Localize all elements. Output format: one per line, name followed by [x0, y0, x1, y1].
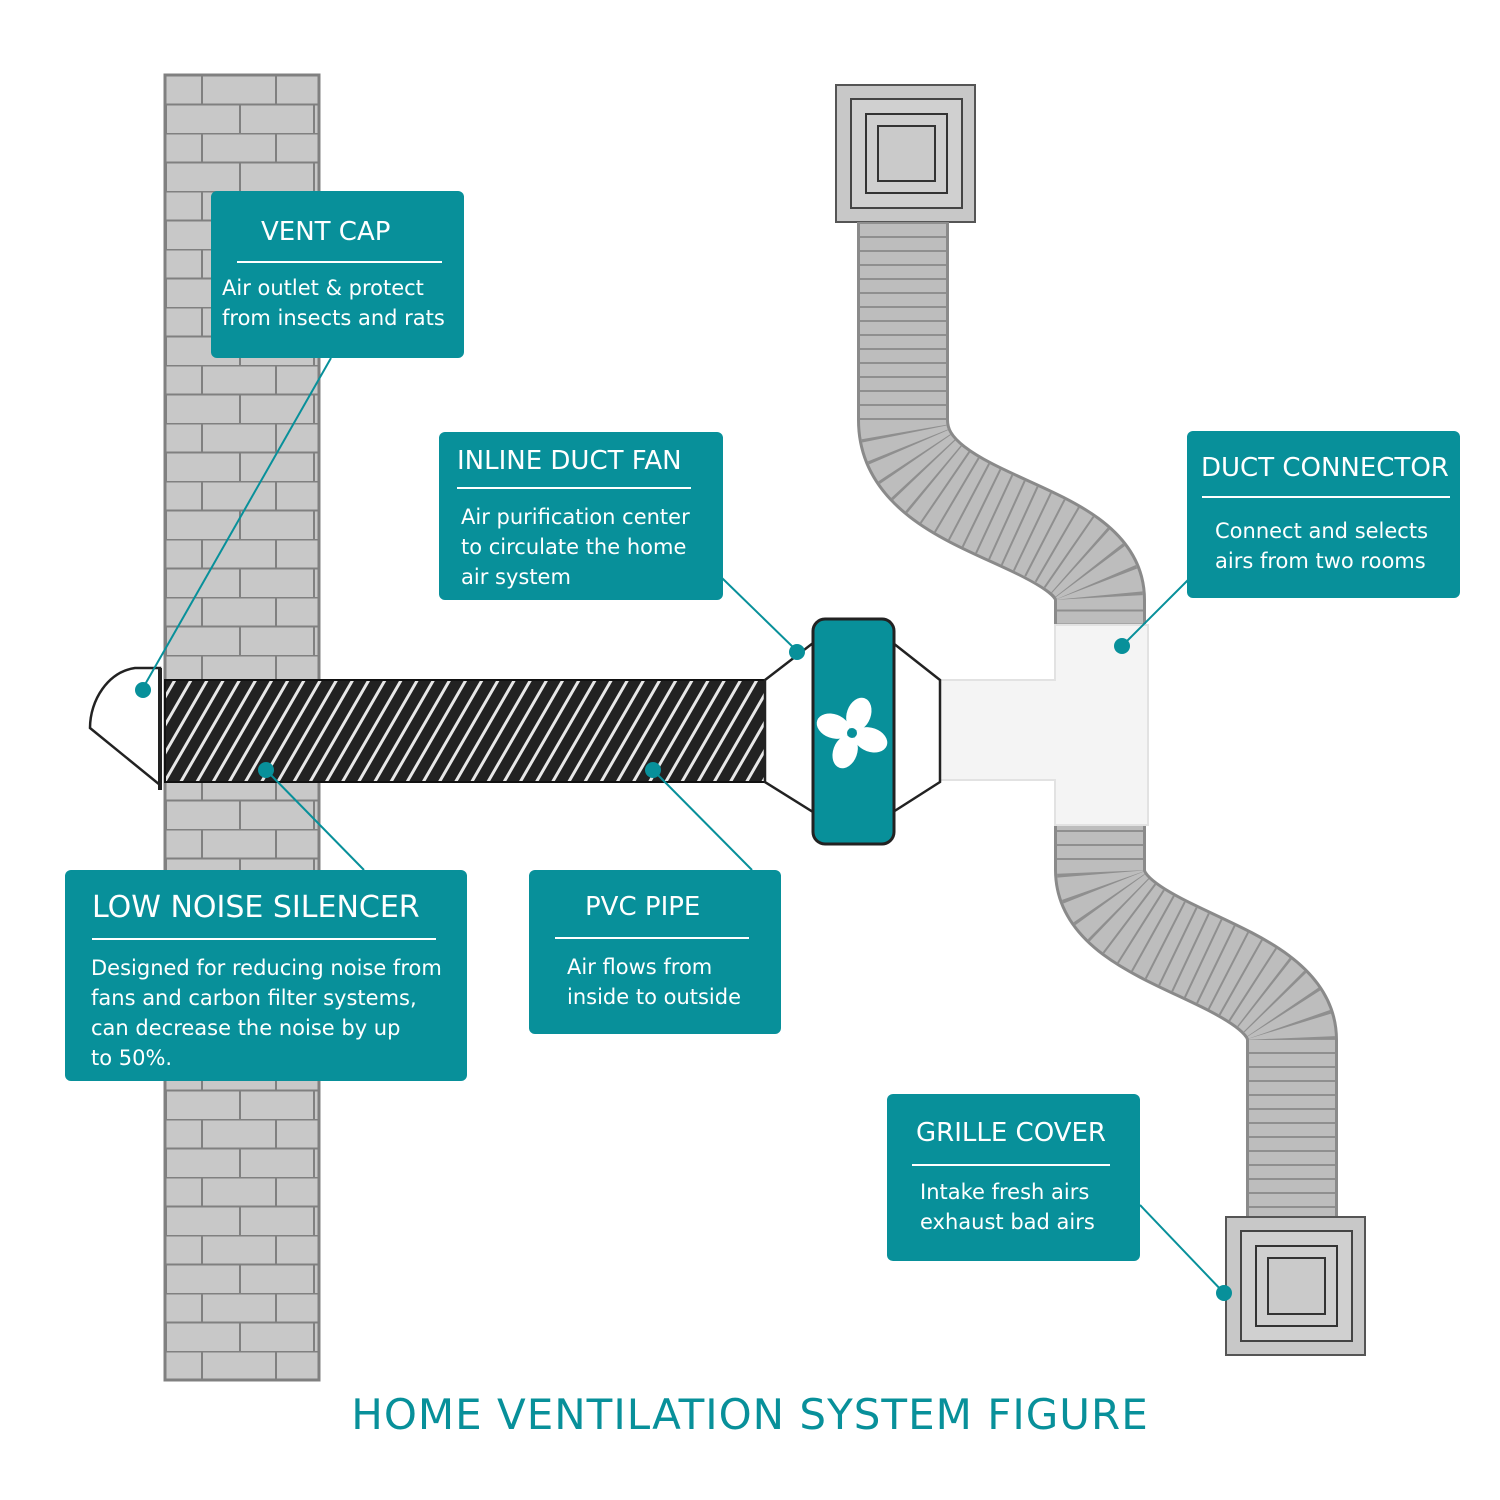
low-noise-silencer-title: LOW NOISE SILENCER — [92, 890, 420, 925]
pvc-pipe-desc: Air flows from inside to outside — [567, 952, 741, 1012]
inline-duct-fan-callout: INLINE DUCT FAN Air purification center … — [439, 432, 723, 600]
low-noise-silencer-desc: Designed for reducing noise from fans an… — [91, 953, 442, 1073]
duct-connector-desc-line: Connect and selects — [1215, 519, 1429, 543]
low-noise-silencer-desc-line: to 50%. — [91, 1046, 173, 1070]
lower-grille-cover — [1225, 1216, 1366, 1356]
inline-fan-shape — [763, 617, 942, 846]
inline-duct-fan-title: INLINE DUCT FAN — [457, 446, 682, 476]
grille-cover-desc-line: exhaust bad airs — [920, 1210, 1095, 1234]
low-noise-silencer-desc-line: can decrease the noise by up — [91, 1016, 401, 1040]
grille-cover-title: GRILLE COVER — [916, 1118, 1106, 1148]
pvc-pipe-callout: PVC PIPE Air flows from inside to outsid… — [529, 870, 781, 1034]
upper-flex-duct — [857, 222, 1146, 680]
duct-connector-desc-line: airs from two rooms — [1215, 549, 1426, 573]
pvc-pipe-rule — [555, 937, 749, 939]
silencer-pipe-shape — [164, 679, 766, 783]
lower-flex-duct — [1054, 760, 1338, 1225]
grille-cover-callout: GRILLE COVER Intake fresh airs exhaust b… — [887, 1094, 1140, 1261]
inline-duct-fan-rule — [457, 487, 691, 489]
vent-cap-desc: Air outlet & protect from insects and ra… — [222, 273, 445, 333]
duct-connector-shape — [939, 624, 1149, 826]
grille-cover-rule — [912, 1164, 1110, 1166]
low-noise-silencer-rule — [92, 938, 436, 940]
upper-grille-cover — [835, 84, 976, 223]
vent-cap-title: VENT CAP — [261, 217, 391, 247]
inline-duct-fan-desc-line: air system — [461, 565, 571, 589]
leader-lines — [142, 357, 1225, 1294]
pvc-pipe-desc-line: inside to outside — [567, 985, 742, 1009]
vent-cap-desc-line: from insects and rats — [222, 306, 445, 330]
grille-cover-desc-line: Intake fresh airs — [920, 1180, 1090, 1204]
inline-duct-fan-desc-line: Air purification center — [461, 505, 690, 529]
figure-title: HOME VENTILATION SYSTEM FIGURE — [351, 1390, 1149, 1439]
low-noise-silencer-callout: LOW NOISE SILENCER Designed for reducing… — [65, 870, 467, 1081]
duct-connector-desc: Connect and selects airs from two rooms — [1215, 516, 1428, 576]
vent-cap-callout: VENT CAP Air outlet & protect from insec… — [211, 191, 464, 358]
duct-connector-callout: DUCT CONNECTOR Connect and selects airs … — [1187, 431, 1460, 598]
duct-connector-rule — [1202, 496, 1450, 498]
pvc-pipe-title: PVC PIPE — [585, 892, 701, 922]
vent-cap-desc-line: Air outlet & protect — [222, 276, 424, 300]
inline-duct-fan-desc-line: to circulate the home — [461, 535, 687, 559]
pvc-pipe-desc-line: Air flows from — [567, 955, 713, 979]
low-noise-silencer-desc-line: Designed for reducing noise from — [91, 956, 442, 980]
vent-cap-rule — [237, 261, 442, 263]
duct-connector-title: DUCT CONNECTOR — [1201, 453, 1449, 483]
leader-dots — [135, 638, 1232, 1301]
low-noise-silencer-desc-line: fans and carbon filter systems, — [91, 986, 417, 1010]
grille-cover-desc: Intake fresh airs exhaust bad airs — [920, 1177, 1095, 1237]
inline-duct-fan-desc: Air purification center to circulate the… — [461, 502, 690, 592]
fan-icon — [816, 697, 888, 769]
